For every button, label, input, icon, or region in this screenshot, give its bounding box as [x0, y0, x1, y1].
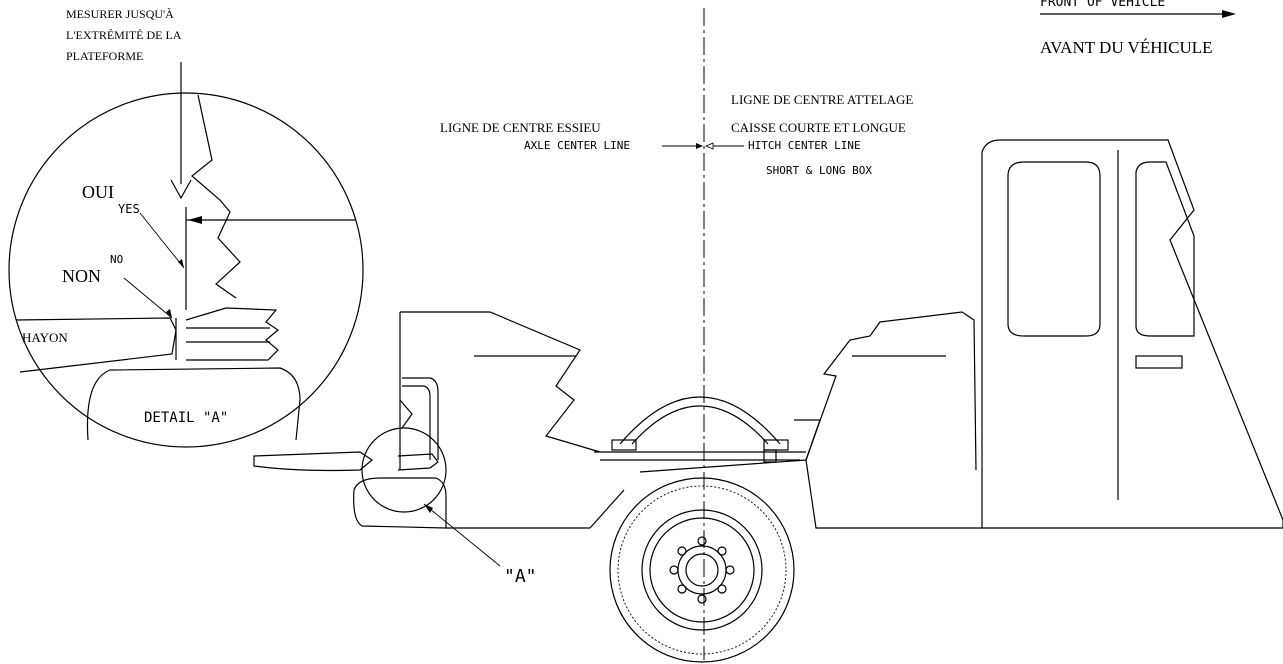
detail-circle [8, 62, 364, 448]
hitch-center-line-fr-1: LIGNE DE CENTRE ATTELAGE [731, 92, 913, 107]
callout-a-label: "A" [504, 566, 537, 587]
axle-center-line-fr: LIGNE DE CENTRE ESSIEU [440, 120, 601, 135]
measure-label-3: PLATEFORME [66, 49, 143, 63]
truck-bed [253, 311, 807, 663]
callout-a-leader [423, 503, 501, 567]
hitch-center-line-fr-2: CAISSE COURTE ET LONGUE [731, 120, 906, 135]
measure-label-2: L'EXTRÉMITÉ DE LA [66, 28, 182, 42]
no-label: NO [110, 253, 123, 266]
truck-cab [794, 139, 1283, 529]
short-long-box-label: SHORT & LONG BOX [766, 164, 872, 177]
measure-label-1: MESURER JUSQU'À [66, 7, 174, 21]
oui-label: OUI [82, 182, 114, 202]
axle-center-line-en: AXLE CENTER LINE [524, 139, 630, 152]
hayon-label: HAYON [22, 330, 68, 345]
non-label: NON [62, 266, 101, 286]
front-of-vehicle-label: FRONT OF VEHICLE [1040, 0, 1165, 10]
hitch-center-line-en: HITCH CENTER LINE [748, 139, 861, 152]
avant-du-vehicule-label: AVANT DU VÉHICULE [1040, 38, 1213, 57]
front-arrow [1040, 10, 1236, 18]
yes-label: YES [118, 202, 140, 216]
center-line-leaders [662, 142, 744, 150]
detail-a-label: DETAIL "A" [144, 410, 228, 426]
